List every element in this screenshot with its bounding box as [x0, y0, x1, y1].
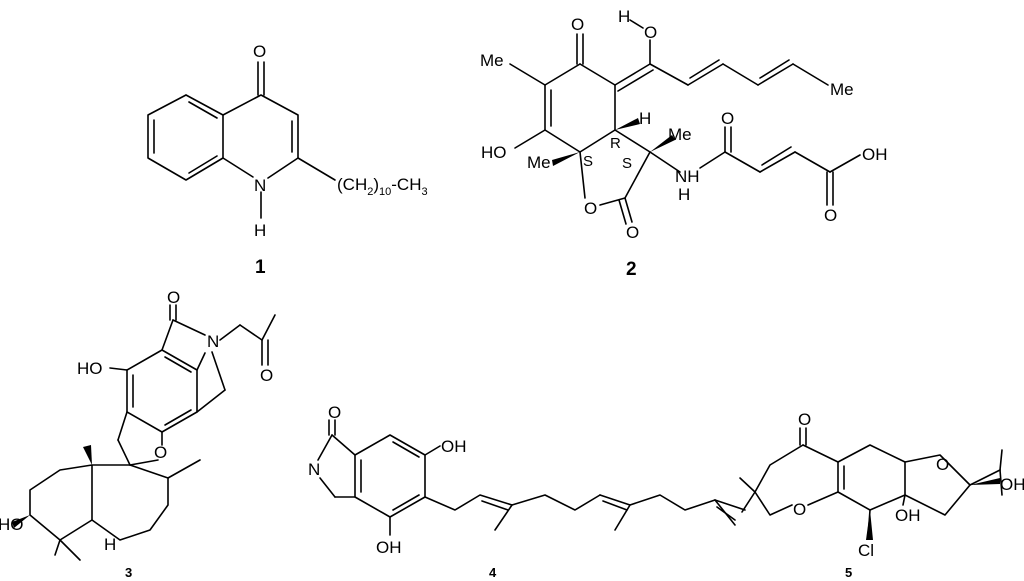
compound-2-amide-hydrogen: H: [678, 185, 690, 204]
compound-3-lactam-nitrogen: N: [207, 332, 219, 351]
compound-5-furan-oxygen: O: [936, 455, 949, 474]
compound-4-structure: [317, 419, 746, 536]
compound-1-number: 1: [255, 257, 266, 278]
compound-3-furan-oxygen: O: [154, 443, 167, 462]
compound-3-structure: [29, 304, 276, 561]
compound-5-chlorine: Cl: [858, 541, 874, 560]
compound-4-number: 4: [489, 565, 497, 580]
compound-2-stereo-r: R: [610, 135, 621, 152]
compound-5-wedge-side: [970, 478, 1000, 485]
compound-5-number: 5: [845, 565, 852, 580]
compound-5-wedge-cl: [866, 510, 873, 540]
compound-4-bottom-hydroxyl: OH: [376, 538, 402, 557]
compound-2-methyl-top: Me: [480, 51, 504, 70]
compound-5-side-hydroxyl: OH: [1000, 475, 1024, 494]
compound-2-amide-oxygen: O: [721, 109, 734, 128]
compound-3-aliphatic-hydroxyl: HO: [0, 515, 24, 534]
compound-2-wedge-h: [615, 118, 640, 130]
compound-2-stereo-s1: S: [583, 153, 593, 170]
compound-4-lactam-nitrogen: N: [308, 460, 320, 479]
compound-1-chain-label: (CH2)10-CH3: [337, 175, 428, 198]
compound-2-structure: [509, 33, 861, 225]
compound-2-methyl-right: Me: [668, 125, 692, 144]
compound-3-ketone-oxygen: O: [260, 366, 273, 385]
compound-3-wedge-ho: [12, 515, 30, 528]
compound-5-ketone-oxygen: O: [798, 410, 811, 429]
compound-3-ring-hydrogen: H: [104, 535, 116, 554]
compound-1-carbonyl-oxygen: O: [253, 42, 266, 61]
compound-2-enol-oxygen: O: [644, 23, 657, 42]
compound-3-number: 3: [125, 565, 132, 580]
compound-1-nh-hydrogen: H: [254, 221, 266, 240]
compound-2-methyl-chain: Me: [830, 80, 854, 99]
compound-3-wedge-methyl: [83, 445, 92, 465]
compound-1-nitrogen: N: [254, 176, 266, 195]
compound-2-hydroxyl: HO: [481, 143, 507, 162]
compound-2-ketone-oxygen: O: [571, 15, 584, 34]
compound-5-ring-hydroxyl: OH: [895, 506, 921, 525]
compound-2-wedge-me-left: [552, 152, 580, 166]
compound-2-stereo-s2: S: [622, 155, 632, 172]
compound-2-enol-hydrogen: H: [618, 7, 630, 26]
compound-3-lactam-oxygen: O: [167, 288, 180, 307]
compound-2-lactone-oxygen: O: [584, 199, 597, 218]
compound-2-amide-nitrogen: NH: [675, 167, 700, 186]
compound-4-lactam-oxygen: O: [328, 403, 341, 422]
compound-1-structure: [147, 61, 336, 219]
compound-4-top-hydroxyl: OH: [441, 437, 467, 456]
compound-2-number: 2: [626, 259, 637, 280]
compound-2-lactone-carbonyl: O: [626, 223, 639, 242]
compound-2-wedge-me-right: [650, 135, 675, 152]
compound-2-ring-hydrogen: H: [639, 109, 651, 128]
compound-2-acid-hydroxyl: OH: [862, 145, 888, 164]
compound-3-aromatic-hydroxyl: HO: [77, 359, 103, 378]
compound-2-methyl-left: Me: [527, 153, 551, 172]
compound-5-pyran-oxygen: O: [793, 500, 806, 519]
compound-2-acid-oxygen: O: [824, 206, 837, 225]
